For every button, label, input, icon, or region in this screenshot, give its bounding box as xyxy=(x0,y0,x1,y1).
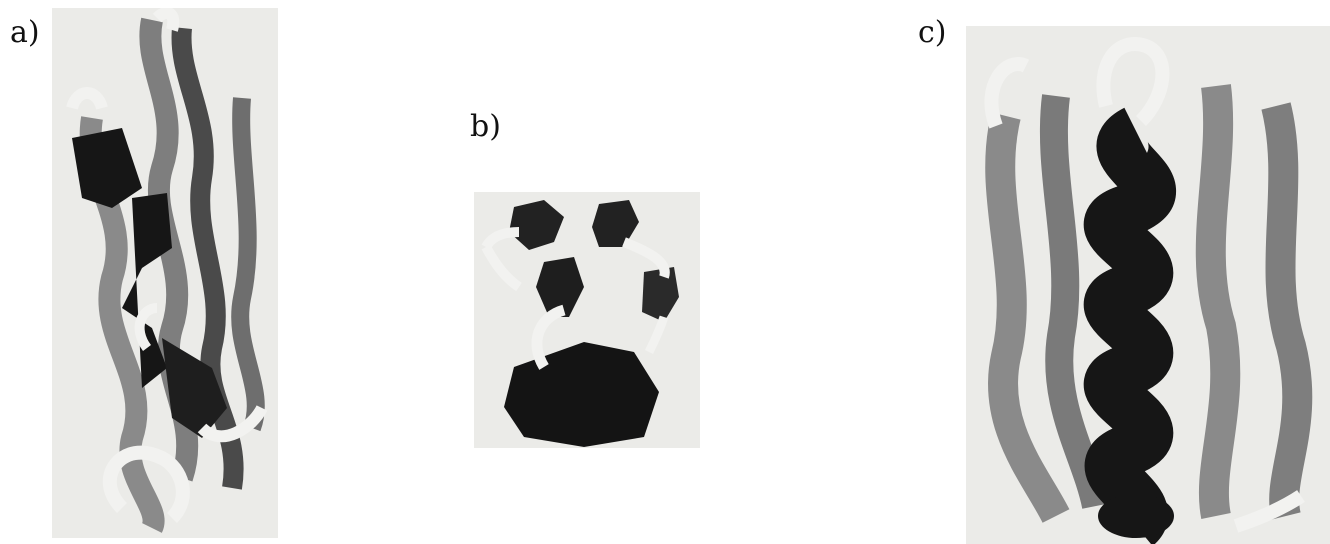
coil xyxy=(1096,37,1170,126)
protein-structure-c xyxy=(966,26,1330,544)
beta-strand xyxy=(1195,84,1241,519)
coil xyxy=(984,57,1030,129)
coil xyxy=(531,304,566,370)
ribbon-image-b xyxy=(474,192,700,448)
helix-segment xyxy=(509,200,564,250)
protein-structure-a xyxy=(52,8,278,538)
coil xyxy=(1233,490,1305,533)
helix-segment xyxy=(1083,107,1176,544)
helix-segment xyxy=(642,267,679,322)
protein-structure-b xyxy=(474,192,700,448)
coil xyxy=(197,404,268,443)
beta-strand xyxy=(231,97,265,432)
ribbon-image-c xyxy=(966,26,1330,544)
coil xyxy=(622,237,670,279)
helix-segment xyxy=(536,257,584,317)
coil xyxy=(644,315,669,355)
helix-segment xyxy=(122,193,172,388)
helix-segment xyxy=(504,342,659,447)
coil xyxy=(134,303,158,351)
panel-label-c: c) xyxy=(918,15,947,50)
beta-strand xyxy=(985,112,1070,523)
beta-strand xyxy=(1039,94,1110,510)
beta-strand xyxy=(1261,102,1313,520)
helix-segment xyxy=(72,128,142,208)
coil xyxy=(66,87,108,111)
helix-segment xyxy=(162,338,227,438)
helix-segment xyxy=(592,200,639,247)
coil xyxy=(152,8,180,32)
coil xyxy=(102,445,190,523)
ribbon-image-a xyxy=(52,8,278,538)
helix-end xyxy=(1098,494,1174,538)
coil xyxy=(481,227,522,292)
panel-label-a: a) xyxy=(10,15,40,50)
panel-label-b: b) xyxy=(470,109,501,144)
